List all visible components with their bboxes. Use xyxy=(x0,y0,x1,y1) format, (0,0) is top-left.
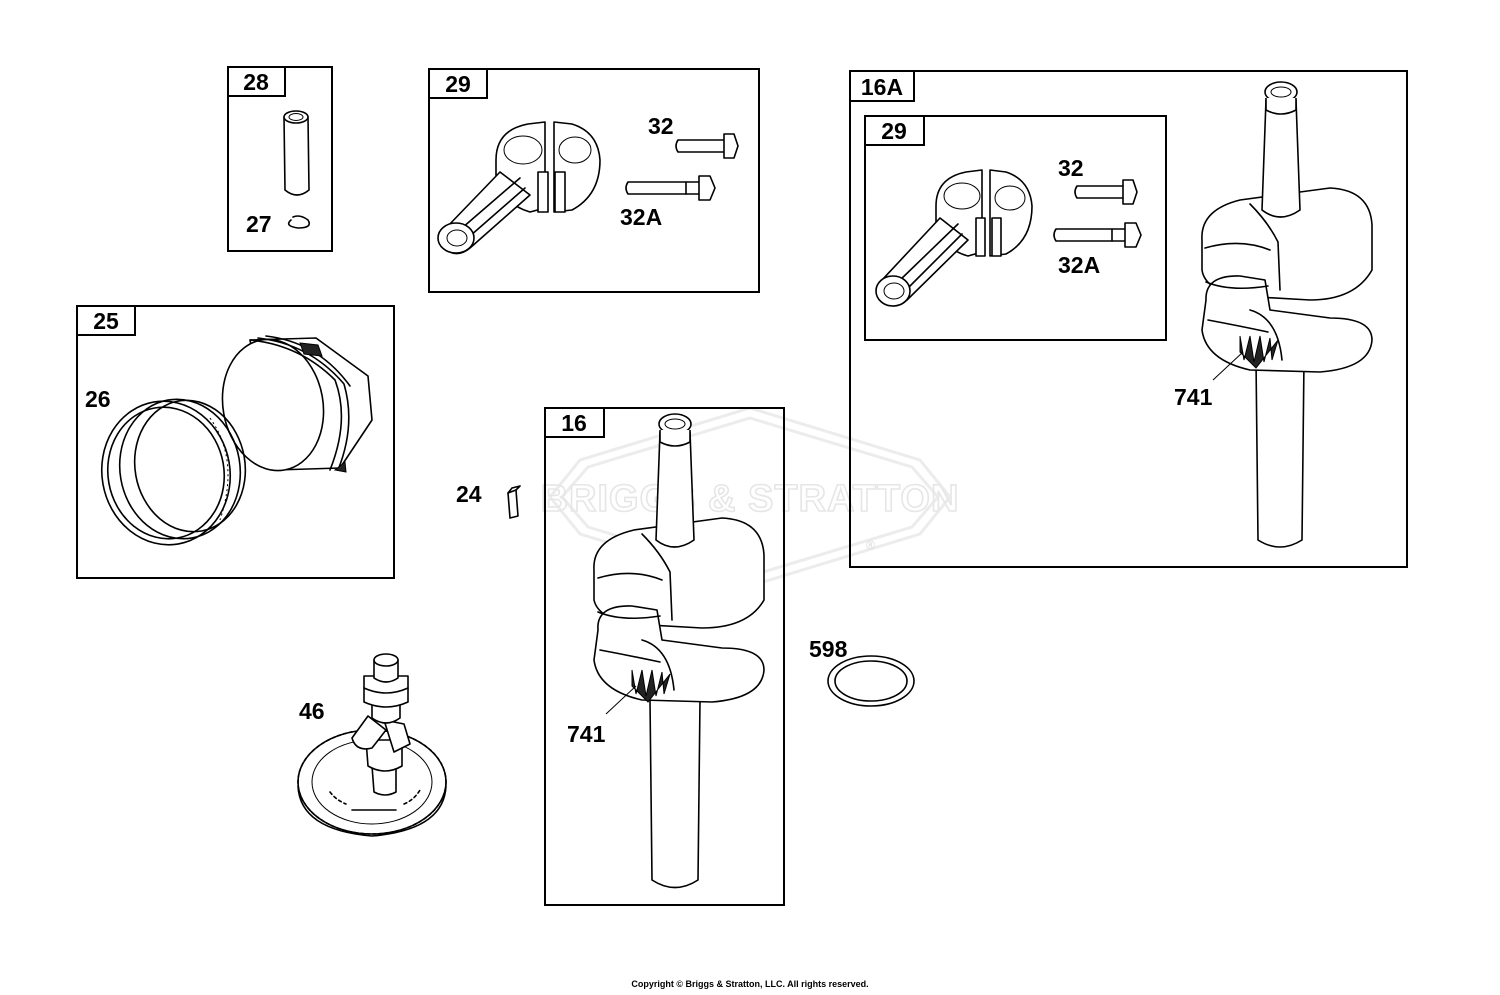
callout-598: 598 xyxy=(809,636,848,662)
group-28-piston-pin: 28 27 xyxy=(227,66,333,252)
callout-27: 27 xyxy=(246,211,272,237)
group-29-inner-frame xyxy=(864,115,1167,341)
camshaft-46: 46 xyxy=(297,653,447,837)
piston-pin-part xyxy=(283,110,310,196)
pin-clip-part xyxy=(287,215,311,229)
copyright-notice: Copyright © Briggs & Stratton, LLC. All … xyxy=(631,979,869,989)
timing-gear-741-16A xyxy=(1239,335,1279,369)
group-25-tag-box xyxy=(76,305,136,336)
cap-bolt-32A-part xyxy=(625,175,716,201)
group-25-frame xyxy=(76,305,395,579)
crankshaft-16-part xyxy=(593,413,765,889)
group-25-piston: 25 26 xyxy=(76,305,395,579)
group-16A-crankshaft-assembly: 16A 29 32 xyxy=(849,70,1408,568)
cam-shaft xyxy=(351,653,411,796)
group-16-tag-box xyxy=(544,407,605,438)
leader-741-16 xyxy=(605,685,637,715)
group-16A-tag-box xyxy=(849,70,915,102)
group-29-frame xyxy=(428,68,760,293)
cap-bolt-32-part xyxy=(675,133,739,159)
watermark-brand-text: BRIGGS & STRATTON xyxy=(541,478,960,520)
crankshaft-16A-part xyxy=(1201,81,1373,548)
callout-26: 26 xyxy=(85,386,111,412)
watermark-registered-mark: ® xyxy=(866,538,875,552)
connecting-rod-inner-part xyxy=(875,169,1033,307)
group-25-tag: 25 xyxy=(93,308,119,334)
callout-24: 24 xyxy=(456,481,482,507)
group-16-crankshaft: 16 741 xyxy=(544,407,785,906)
thrust-washer-598: 598 xyxy=(809,636,915,707)
group-16-frame xyxy=(544,407,785,906)
group-29-tag-box xyxy=(428,68,488,99)
leader-741-16A xyxy=(1212,351,1244,381)
callout-32A-inner-label: 32A xyxy=(1058,252,1100,278)
callout-741-16A: 741 xyxy=(1174,384,1213,410)
callout-32: 32 xyxy=(648,113,674,139)
brand-watermark: BRIGGS & STRATTON ® xyxy=(540,406,960,588)
group-16-tag: 16 xyxy=(561,410,587,436)
group-29-connecting-rod: 29 32 32A xyxy=(428,68,760,293)
piston-rings-part xyxy=(100,398,247,546)
timing-gear-741-16 xyxy=(631,669,671,703)
callout-741-16: 741 xyxy=(567,721,606,747)
group-28-tag-box xyxy=(227,66,286,97)
group-16A-frame xyxy=(849,70,1408,568)
crank-key-24: 24 xyxy=(456,481,521,519)
group-29-inner-connecting-rod: 29 32 xyxy=(864,115,1167,341)
group-29-tag: 29 xyxy=(445,71,471,97)
callout-32-inner: 32 xyxy=(1058,155,1084,181)
cap-bolt-32A-inner-part xyxy=(1053,222,1142,248)
callout-46: 46 xyxy=(299,698,325,724)
group-29-inner-tag-box xyxy=(864,115,925,146)
connecting-rod-part xyxy=(437,121,601,255)
piston-part xyxy=(221,335,373,473)
group-29-inner-tag: 29 xyxy=(881,118,907,144)
group-16A-tag: 16A xyxy=(861,74,903,100)
callout-32A: 32A xyxy=(620,204,662,230)
group-28-tag: 28 xyxy=(243,69,269,95)
cap-bolt-32-inner-part xyxy=(1074,179,1138,205)
